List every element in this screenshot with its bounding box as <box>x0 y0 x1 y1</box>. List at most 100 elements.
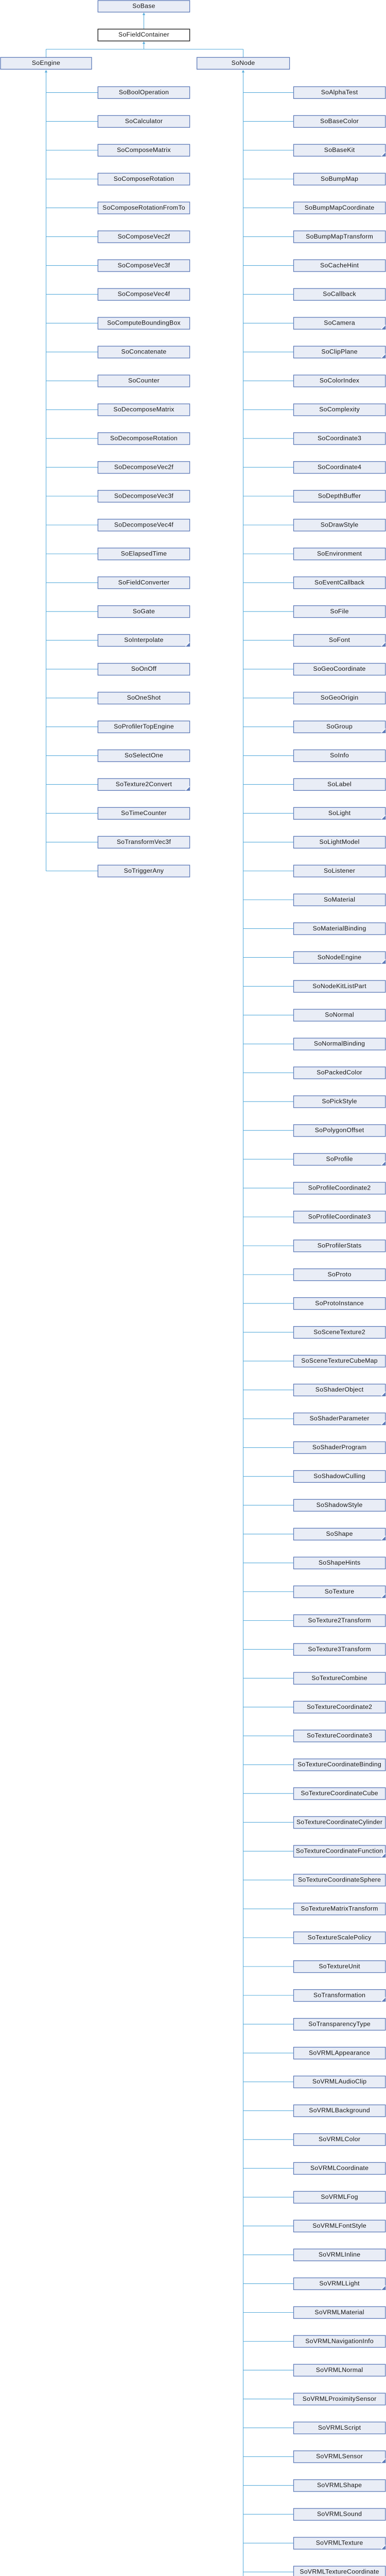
svg-text:SoTextureMatrixTransform: SoTextureMatrixTransform <box>301 1905 378 1912</box>
svg-text:SoVRMLAudioClip: SoVRMLAudioClip <box>312 2078 366 2085</box>
svg-text:SoProfilerStats: SoProfilerStats <box>318 1242 362 1249</box>
svg-text:SoAlphaTest: SoAlphaTest <box>321 89 358 96</box>
svg-text:SoBumpMapTransform: SoBumpMapTransform <box>306 233 373 240</box>
svg-text:SoInfo: SoInfo <box>330 752 349 759</box>
svg-text:SoVRMLSound: SoVRMLSound <box>317 2511 362 2518</box>
svg-text:SoVRMLBackground: SoVRMLBackground <box>309 2107 370 2114</box>
svg-text:SoGeoCoordinate: SoGeoCoordinate <box>313 665 366 672</box>
svg-text:SoConcatenate: SoConcatenate <box>121 348 167 355</box>
svg-text:SoComplexity: SoComplexity <box>319 406 360 413</box>
svg-text:SoFile: SoFile <box>330 607 348 615</box>
svg-text:SoComposeVec3f: SoComposeVec3f <box>118 262 170 269</box>
svg-text:SoProfilerTopEngine: SoProfilerTopEngine <box>114 723 174 730</box>
svg-text:SoVRMLInline: SoVRMLInline <box>319 2251 361 2258</box>
svg-text:SoLightModel: SoLightModel <box>320 838 360 845</box>
svg-text:SoCacheHint: SoCacheHint <box>320 262 359 269</box>
svg-text:SoNormalBinding: SoNormalBinding <box>314 1040 365 1047</box>
svg-text:SoBaseColor: SoBaseColor <box>320 117 359 125</box>
svg-text:SoComposeRotationFromTo: SoComposeRotationFromTo <box>102 204 185 211</box>
svg-text:SoTriggerAny: SoTriggerAny <box>124 867 164 874</box>
svg-text:SoShadowCulling: SoShadowCulling <box>313 1472 365 1480</box>
svg-text:SoListener: SoListener <box>324 867 355 874</box>
svg-text:SoProfileCoordinate3: SoProfileCoordinate3 <box>308 1213 371 1220</box>
svg-text:SoVRMLSensor: SoVRMLSensor <box>316 2453 363 2460</box>
svg-text:SoTextureCoordinateBinding: SoTextureCoordinateBinding <box>297 1761 381 1768</box>
svg-text:SoCamera: SoCamera <box>324 319 355 327</box>
svg-text:SoFieldConverter: SoFieldConverter <box>118 579 170 586</box>
svg-text:SoTimeCounter: SoTimeCounter <box>121 809 167 817</box>
svg-text:SoComposeVec2f: SoComposeVec2f <box>118 233 170 240</box>
svg-text:SoCalculator: SoCalculator <box>125 117 163 125</box>
svg-text:SoTextureCoordinateSphere: SoTextureCoordinateSphere <box>298 1876 381 1884</box>
svg-text:SoVRMLNormal: SoVRMLNormal <box>316 2366 363 2374</box>
svg-text:SoCounter: SoCounter <box>128 377 160 384</box>
svg-text:SoTextureCombine: SoTextureCombine <box>311 1674 367 1682</box>
svg-text:SoDecomposeVec4f: SoDecomposeVec4f <box>114 521 174 528</box>
svg-text:SoVRMLFontStyle: SoVRMLFontStyle <box>312 2222 366 2229</box>
svg-text:SoCoordinate3: SoCoordinate3 <box>318 435 361 442</box>
svg-text:SoNodeKitListPart: SoNodeKitListPart <box>312 982 366 990</box>
svg-text:SoVRMLTextureCoordinate: SoVRMLTextureCoordinate <box>300 2568 379 2575</box>
svg-text:SoVRMLScript: SoVRMLScript <box>318 2424 361 2431</box>
svg-text:SoMaterialBinding: SoMaterialBinding <box>313 925 366 932</box>
svg-text:SoVRMLProximitySensor: SoVRMLProximitySensor <box>303 2395 377 2402</box>
svg-text:SoTextureCoordinateCube: SoTextureCoordinateCube <box>301 1790 378 1797</box>
svg-text:SoTextureCoordinate3: SoTextureCoordinate3 <box>307 1732 372 1739</box>
svg-text:SoTextureCoordinate2: SoTextureCoordinate2 <box>307 1703 372 1710</box>
svg-text:SoVRMLLight: SoVRMLLight <box>319 2280 360 2287</box>
svg-text:SoBoolOperation: SoBoolOperation <box>119 89 169 96</box>
svg-text:SoNode: SoNode <box>232 59 255 66</box>
svg-text:SoFieldContainer: SoFieldContainer <box>118 31 169 38</box>
svg-text:SoShape: SoShape <box>326 1530 353 1537</box>
svg-text:SoVRMLCoordinate: SoVRMLCoordinate <box>310 2164 369 2172</box>
svg-text:SoVRMLFog: SoVRMLFog <box>321 2193 358 2200</box>
svg-text:SoSceneTextureCubeMap: SoSceneTextureCubeMap <box>301 1357 378 1364</box>
svg-text:SoVRMLShape: SoVRMLShape <box>317 2482 362 2489</box>
svg-text:SoClipPlane: SoClipPlane <box>321 348 357 355</box>
svg-text:SoOnOff: SoOnOff <box>131 665 157 672</box>
svg-text:SoTexture2Transform: SoTexture2Transform <box>308 1617 371 1624</box>
svg-text:SoDepthBuffer: SoDepthBuffer <box>318 492 361 499</box>
svg-text:SoCoordinate4: SoCoordinate4 <box>318 464 361 471</box>
svg-text:SoTextureScalePolicy: SoTextureScalePolicy <box>308 1934 372 1941</box>
svg-text:SoComputeBoundingBox: SoComputeBoundingBox <box>107 319 181 327</box>
svg-text:SoPolygonOffset: SoPolygonOffset <box>315 1127 364 1134</box>
svg-text:SoComposeVec4f: SoComposeVec4f <box>118 291 170 298</box>
svg-text:SoBumpMapCoordinate: SoBumpMapCoordinate <box>305 204 375 211</box>
svg-text:SoDecomposeMatrix: SoDecomposeMatrix <box>113 406 174 413</box>
svg-text:SoTextureUnit: SoTextureUnit <box>319 1962 360 1970</box>
svg-text:SoGeoOrigin: SoGeoOrigin <box>321 694 359 701</box>
svg-text:SoVRMLNavigationInfo: SoVRMLNavigationInfo <box>305 2337 374 2345</box>
svg-text:SoVRMLMaterial: SoVRMLMaterial <box>314 2309 364 2316</box>
svg-text:SoShaderParameter: SoShaderParameter <box>309 1415 369 1422</box>
svg-text:SoMaterial: SoMaterial <box>324 896 355 903</box>
svg-text:SoTransformation: SoTransformation <box>313 1991 365 1998</box>
svg-text:SoProto: SoProto <box>328 1270 352 1278</box>
svg-text:SoCallback: SoCallback <box>323 291 356 298</box>
svg-text:SoShaderProgram: SoShaderProgram <box>312 1444 366 1451</box>
svg-text:SoProfile: SoProfile <box>326 1156 353 1163</box>
svg-text:SoSceneTexture2: SoSceneTexture2 <box>313 1328 365 1335</box>
svg-text:SoPackedColor: SoPackedColor <box>317 1069 362 1076</box>
svg-text:SoNormal: SoNormal <box>325 1011 354 1019</box>
svg-text:SoSelectOne: SoSelectOne <box>125 752 163 759</box>
svg-text:SoComposeRotation: SoComposeRotation <box>114 175 174 182</box>
svg-text:SoGate: SoGate <box>133 607 155 615</box>
svg-text:SoVRMLColor: SoVRMLColor <box>319 2136 360 2143</box>
svg-text:SoProfileCoordinate2: SoProfileCoordinate2 <box>308 1184 371 1192</box>
svg-text:SoTexture: SoTexture <box>325 1588 355 1595</box>
svg-text:SoTextureCoordinateCylinder: SoTextureCoordinateCylinder <box>296 1819 382 1826</box>
svg-text:SoDecomposeVec3f: SoDecomposeVec3f <box>114 492 174 499</box>
svg-text:SoBaseKit: SoBaseKit <box>324 146 355 154</box>
svg-text:SoDrawStyle: SoDrawStyle <box>321 521 359 528</box>
svg-text:SoShadowStyle: SoShadowStyle <box>317 1501 363 1509</box>
svg-text:SoElapsedTime: SoElapsedTime <box>121 550 167 557</box>
svg-text:SoVRMLAppearance: SoVRMLAppearance <box>309 2049 370 2056</box>
svg-text:SoOneShot: SoOneShot <box>127 694 161 701</box>
svg-text:SoVRMLTexture: SoVRMLTexture <box>316 2539 363 2547</box>
svg-text:SoEventCallback: SoEventCallback <box>314 579 365 586</box>
svg-text:SoTransparencyType: SoTransparencyType <box>308 2020 371 2027</box>
svg-text:SoBumpMap: SoBumpMap <box>321 175 358 182</box>
svg-text:SoShaderObject: SoShaderObject <box>315 1386 364 1393</box>
svg-text:SoLabel: SoLabel <box>327 781 352 788</box>
